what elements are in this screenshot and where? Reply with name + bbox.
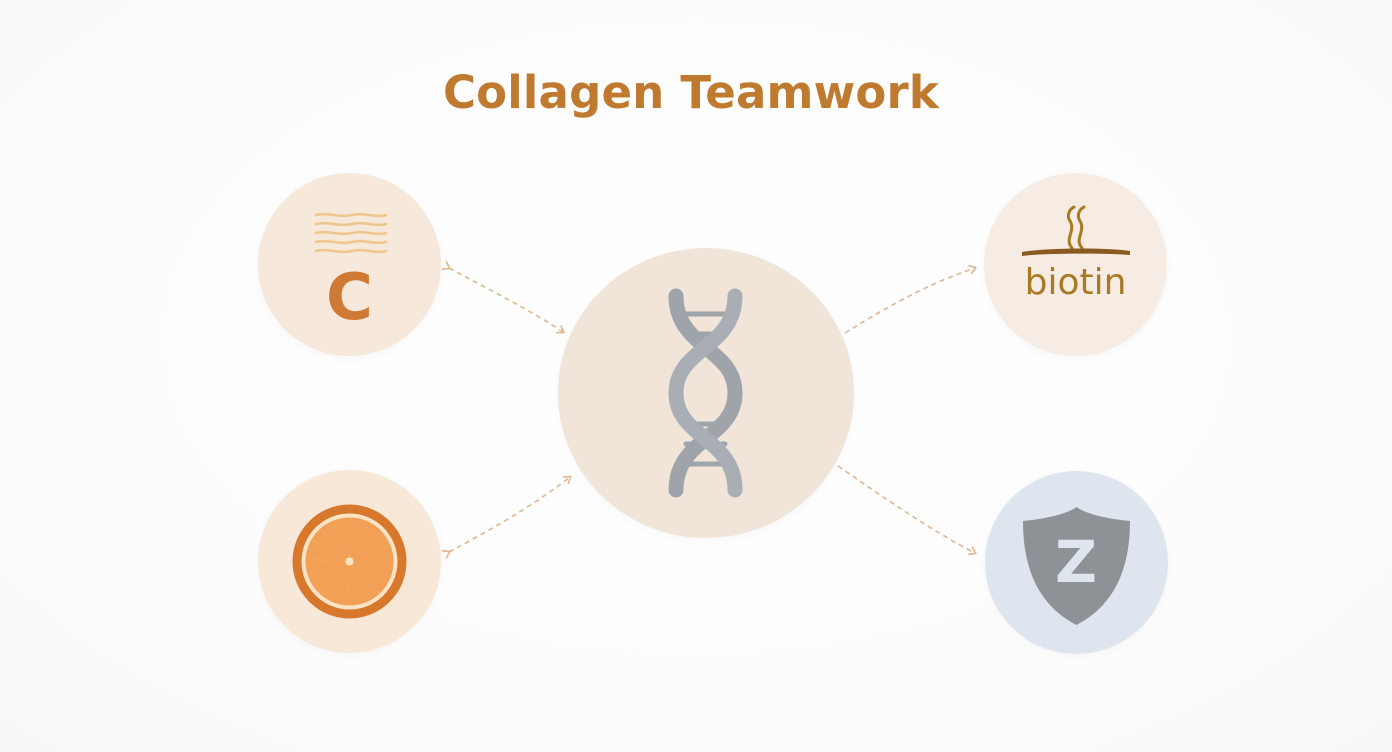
collagen-center-node: [558, 248, 854, 538]
biotin-label: biotin: [1024, 262, 1127, 303]
vitamin-c-node: C: [258, 173, 441, 356]
arrow-c-center: [441, 261, 565, 334]
lines-icon: [314, 212, 388, 254]
dna-icon: [668, 288, 743, 498]
vitamin-c-label: C: [326, 261, 373, 335]
arrow-orange-center: [441, 475, 572, 559]
citrus-node: [258, 470, 441, 653]
biotin-node: biotin: [984, 173, 1167, 356]
orange-slice-icon: [292, 504, 407, 619]
zinc-node: [985, 471, 1168, 654]
arrow-center-zinc: [837, 465, 977, 556]
zinc-label: Z: [1054, 528, 1098, 596]
shield-icon: [1023, 507, 1130, 625]
steam-icon: [1022, 205, 1130, 256]
page-title: Collagen Teamwork: [442, 66, 940, 119]
arrow-center-biotin: [844, 264, 977, 334]
